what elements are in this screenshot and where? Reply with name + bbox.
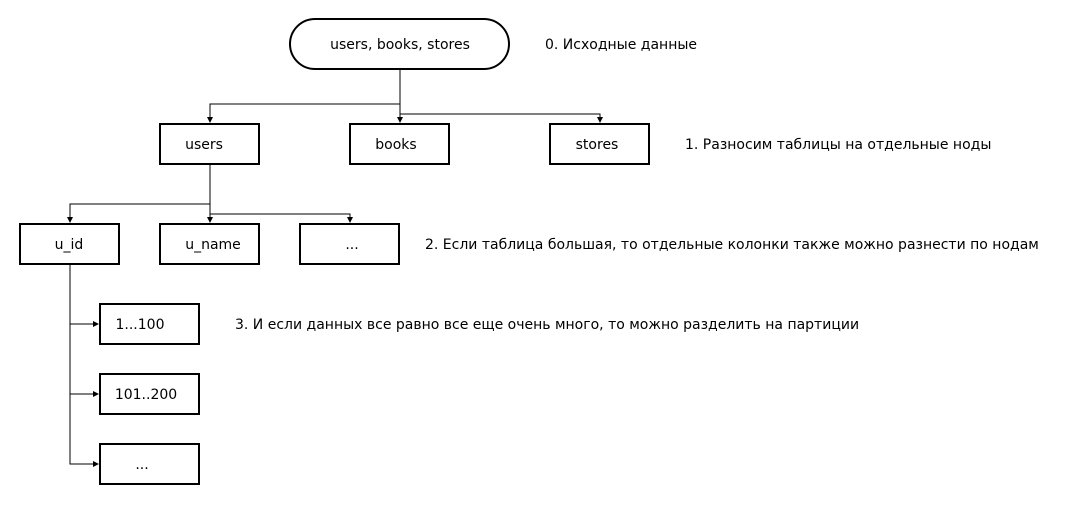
root-node-label: users, books, stores xyxy=(330,37,470,53)
note-step-0: 0. Исходные данные xyxy=(545,37,697,53)
partition-node-2: 101..200 xyxy=(99,373,200,415)
root-node: users, books, stores xyxy=(289,18,510,70)
partition-node-more: ... xyxy=(99,443,200,485)
partition-node-more-label: ... xyxy=(135,457,148,473)
edge-uid-p1 xyxy=(69,264,99,327)
partition-node-2-label: 101..200 xyxy=(115,387,177,403)
column-node-uname: u_name xyxy=(159,223,260,265)
table-node-books: books xyxy=(349,123,450,165)
note-step-2: 2. Если таблица большая, то отдельные ко… xyxy=(425,237,1039,253)
table-node-stores: stores xyxy=(549,123,650,165)
note-step-3: 3. И если данных все равно все еще очень… xyxy=(235,317,859,333)
note-step-1: 1. Разносим таблицы на отдельные ноды xyxy=(685,137,991,153)
column-node-uname-label: u_name xyxy=(185,237,241,253)
edge-users-uid xyxy=(67,164,211,223)
edge-uid-more xyxy=(69,264,99,467)
partition-node-1-label: 1...100 xyxy=(116,317,165,333)
edge-users-more xyxy=(209,164,353,223)
column-node-more: ... xyxy=(299,223,400,265)
table-node-users: users xyxy=(159,123,260,165)
edge-root-stores xyxy=(399,69,603,123)
table-node-books-label: books xyxy=(375,137,416,153)
column-node-uid: u_id xyxy=(19,223,120,265)
root-edges xyxy=(207,69,603,123)
users-edges xyxy=(67,164,353,223)
column-node-uid-label: u_id xyxy=(55,237,84,253)
column-node-more-label: ... xyxy=(345,237,358,253)
partition-node-1: 1...100 xyxy=(99,303,200,345)
table-node-users-label: users xyxy=(185,137,223,153)
table-node-stores-label: stores xyxy=(576,137,619,153)
edge-uid-p2 xyxy=(69,264,99,397)
edge-root-users xyxy=(207,69,401,123)
uid-edges xyxy=(69,264,99,467)
